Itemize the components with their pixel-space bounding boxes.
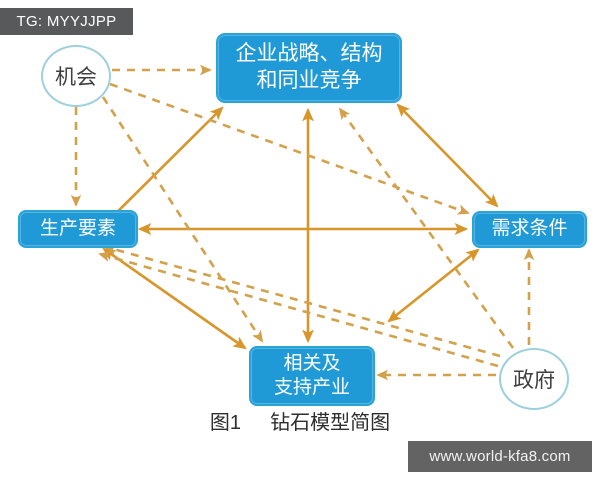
solid-edges-group	[94, 103, 499, 350]
node-government[interactable]: 政府	[499, 348, 569, 410]
edge-strategy-demand	[396, 103, 499, 208]
watermark-label: www.world-kfa8.com	[429, 448, 571, 465]
node-chance[interactable]: 机会	[41, 45, 111, 107]
node-label: 机会	[55, 66, 97, 89]
telegram-watermark-banner: TG: MYYJJPP	[0, 8, 133, 35]
node-label: 政府	[513, 369, 555, 392]
edge-government-factors	[104, 244, 501, 358]
dashed-edges-group	[70, 64, 535, 381]
node-demand-conditions[interactable]: 需求条件	[472, 211, 587, 248]
node-label: 生产要素	[39, 217, 116, 239]
banner-label: TG: MYYJJPP	[16, 13, 117, 30]
edge-factors-related	[102, 247, 247, 350]
node-factor-conditions[interactable]: 生产要素	[18, 210, 138, 248]
figure-title: 钻石模型简图	[270, 412, 391, 434]
node-related-supporting-industries[interactable]: 相关及 支持产业	[249, 346, 375, 406]
edge-government-strategy	[338, 107, 515, 349]
figure-number: 图1	[209, 412, 241, 434]
edge-chance-related	[101, 96, 264, 343]
site-watermark: www.world-kfa8.com	[408, 441, 592, 472]
node-label: 需求条件	[491, 218, 568, 240]
edge-related-demand	[387, 248, 480, 323]
edge-chance-demand	[109, 82, 470, 215]
figure-caption: 图1 钻石模型简图	[0, 406, 600, 435]
node-enterprise-strategy-structure-rivalry[interactable]: 企业战略、结构 和同业竞争	[216, 33, 402, 103]
node-label: 相关及 支持产业	[273, 352, 350, 398]
node-label: 企业战略、结构 和同业竞争	[235, 42, 383, 92]
